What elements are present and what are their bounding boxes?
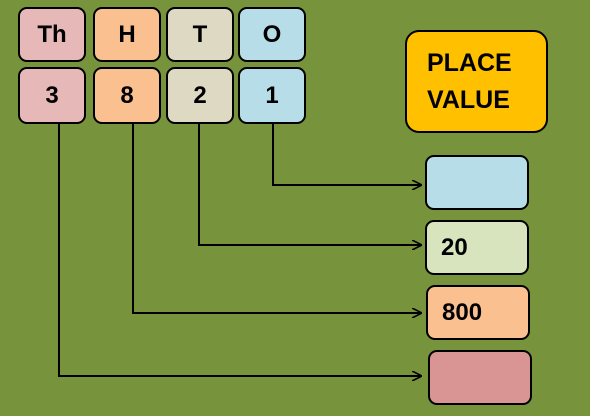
answer-tens[interactable]: 20 — [425, 220, 529, 275]
arrow-tens — [198, 124, 421, 245]
answer-thousands[interactable] — [428, 350, 532, 405]
title-line-2: VALUE — [427, 85, 510, 114]
arrow-thousands — [58, 124, 421, 376]
digit-ones: 1 — [238, 67, 306, 124]
arrow-hundreds — [132, 124, 421, 313]
answer-ones[interactable] — [425, 155, 529, 210]
digit-hundreds: 8 — [93, 67, 161, 124]
answer-hundreds[interactable]: 800 — [426, 285, 530, 340]
header-tens: T — [166, 7, 234, 62]
arrow-ones — [272, 124, 421, 185]
title-line-1: PLACE — [427, 49, 512, 78]
header-hundreds: H — [93, 7, 161, 62]
digit-tens: 2 — [166, 67, 234, 124]
digit-thousands: 3 — [18, 67, 86, 124]
header-ones: O — [238, 7, 306, 62]
place-value-title: PLACE VALUE — [405, 30, 548, 133]
header-thousands: Th — [18, 7, 86, 62]
